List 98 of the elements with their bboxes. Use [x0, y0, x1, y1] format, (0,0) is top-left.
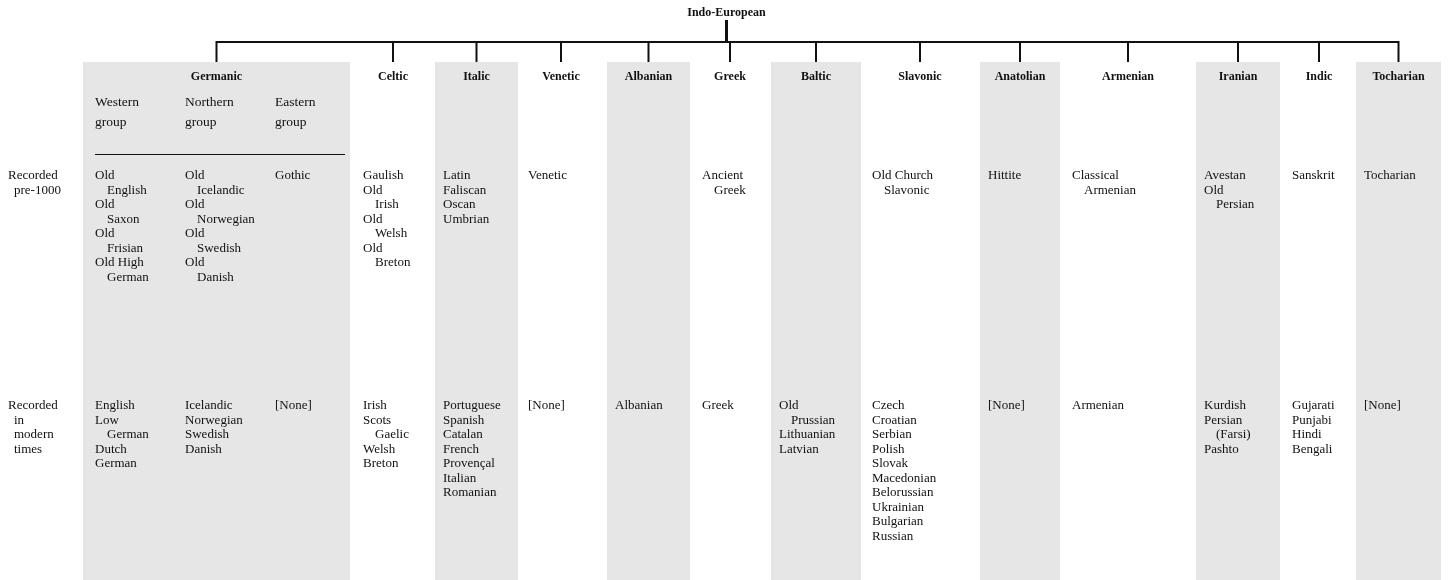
language-name: Icelandic — [185, 398, 234, 413]
language-name: [None] — [528, 398, 565, 413]
language-name: Kurdish — [1204, 398, 1247, 413]
row-label: Recorded in modern times — [8, 398, 59, 456]
language-name: Welsh — [363, 441, 397, 456]
language-name: Pashto — [1204, 441, 1239, 456]
column-band — [771, 62, 861, 580]
subgroup-heading: Western group — [95, 93, 140, 131]
column-band — [83, 62, 350, 580]
column-band — [1196, 62, 1280, 580]
language-name: Albanian — [615, 398, 663, 413]
language-name: Gaulish — [363, 168, 405, 183]
column-band — [980, 62, 1060, 580]
language-name: Low German — [95, 412, 149, 442]
branch-heading: Iranian — [1218, 69, 1258, 83]
language-name: Old Persian — [1204, 182, 1255, 212]
language-name: Old Norwegian — [185, 197, 255, 226]
language-name: Armenian — [1072, 398, 1124, 413]
language-name: Old Breton — [363, 240, 411, 270]
language-name: Russian — [872, 528, 914, 543]
language-name: Gothic — [275, 168, 311, 183]
language-name: Old Church Slavonic — [872, 168, 934, 197]
language-name: Spanish — [443, 412, 485, 427]
language-name: [None] — [988, 398, 1025, 413]
language-name: Old Irish — [363, 182, 400, 212]
language-name: Old Icelandic — [185, 168, 246, 197]
language-name: Dutch — [95, 441, 128, 456]
language-name: Old Swedish — [185, 226, 242, 255]
language-name: Oscan — [443, 197, 477, 212]
language-name: Venetic — [528, 168, 567, 183]
language-name: Bulgarian — [872, 514, 925, 529]
language-name: Sanskrit — [1292, 168, 1335, 183]
language-name: Umbrian — [443, 211, 490, 226]
language-name: Classical Armenian — [1072, 168, 1136, 197]
language-name: Romanian — [443, 485, 498, 500]
language-name: Hindi — [1292, 427, 1322, 442]
branch-heading: Albanian — [624, 69, 673, 83]
branch-heading: Italic — [463, 69, 490, 83]
language-name: Gujarati — [1292, 398, 1335, 413]
branch-heading: Indic — [1305, 69, 1333, 83]
branch-heading: Venetic — [542, 69, 580, 83]
language-name: Old Danish — [185, 255, 235, 284]
language-name: Old Frisian — [95, 226, 145, 255]
branch-heading: Germanic — [190, 69, 243, 83]
language-name: Old Prussian — [779, 398, 836, 427]
language-name: Provençal — [443, 456, 496, 471]
language-name: Avestan — [1204, 168, 1247, 183]
language-name: Danish — [185, 441, 223, 456]
language-name: Greek — [702, 398, 734, 413]
language-name: Slovak — [872, 456, 910, 471]
language-name: Portuguese — [443, 398, 501, 413]
language-name: Persian (Farsi) — [1204, 412, 1251, 442]
language-name: Old Welsh — [363, 211, 409, 241]
row-label: Recorded pre-1000 — [8, 168, 62, 197]
column-band — [1356, 62, 1441, 580]
language-name: Swedish — [185, 427, 230, 442]
language-name: Polish — [872, 441, 906, 456]
branch-heading: Slavonic — [898, 69, 942, 83]
branch-heading: Tocharian — [1372, 69, 1425, 83]
language-name: Old Saxon — [95, 197, 140, 226]
language-name: Old High German — [95, 255, 149, 284]
language-name: French — [443, 441, 481, 456]
language-name: Catalan — [443, 427, 483, 442]
language-name: English — [95, 398, 136, 413]
language-name: Latin — [443, 168, 472, 183]
language-name: Irish — [363, 398, 388, 413]
language-name: Ancient Greek — [702, 168, 746, 197]
language-name: Serbian — [872, 427, 913, 442]
language-name: Punjabi — [1292, 412, 1332, 427]
language-name: Lithuanian — [779, 427, 836, 442]
language-name: Croatian — [872, 412, 918, 427]
language-name: [None] — [1364, 398, 1401, 413]
language-name: German — [95, 456, 138, 471]
language-name: Belorussian — [872, 485, 935, 500]
language-name: Bengali — [1292, 441, 1334, 456]
branch-heading: Greek — [714, 69, 746, 83]
branch-heading: Anatolian — [994, 69, 1046, 83]
language-name: Scots Gaelic — [363, 412, 409, 442]
subgroup-heading: Northern group — [185, 93, 235, 131]
branch-heading: Armenian — [1102, 69, 1154, 83]
column-band — [607, 62, 690, 580]
language-name: Italian — [443, 470, 477, 485]
root-heading: Indo-European — [687, 5, 766, 19]
language-name: Breton — [363, 456, 400, 471]
language-name: Faliscan — [443, 182, 488, 197]
language-name: Norwegian — [185, 412, 243, 427]
language-name: Ukrainian — [872, 499, 925, 514]
column-band — [435, 62, 518, 580]
language-name: Hittite — [988, 168, 1022, 183]
language-name: Macedonian — [872, 470, 937, 485]
language-name: Latvian — [779, 441, 820, 456]
language-name: [None] — [275, 398, 312, 413]
language-name: Old English — [95, 168, 148, 197]
branch-heading: Baltic — [801, 69, 831, 83]
language-name: Tocharian — [1364, 168, 1416, 183]
branch-heading: Celtic — [378, 69, 408, 83]
subgroup-heading: Eastern group — [275, 93, 317, 131]
language-name: Czech — [872, 398, 906, 413]
